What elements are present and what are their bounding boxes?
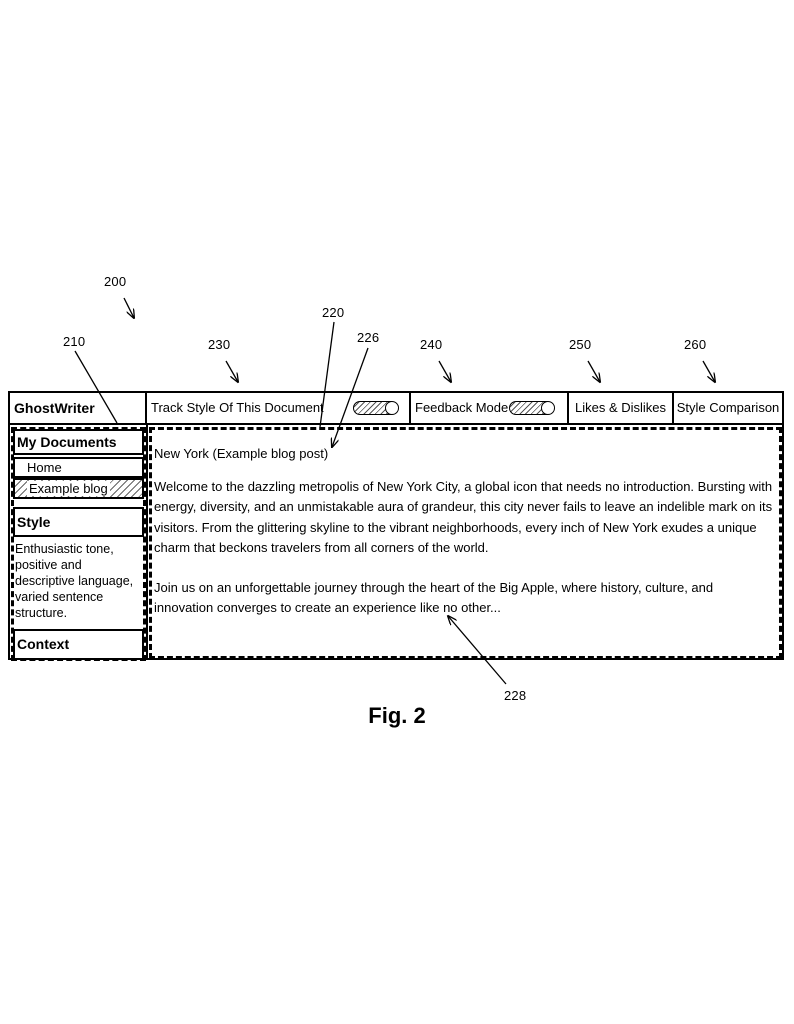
document-paragraph-1: Welcome to the dazzling metropolis of Ne… <box>154 478 773 556</box>
style-heading-label: Style <box>17 514 51 530</box>
arrow-228 <box>448 616 507 685</box>
document-paragraph-2: Join us on an unforgettable journey thro… <box>154 579 714 616</box>
ref-226: 226 <box>357 330 380 345</box>
leader-220 <box>319 321 335 428</box>
figure-caption: Fig. 2 <box>368 703 426 728</box>
ref-210: 210 <box>63 334 86 349</box>
ref-240: 240 <box>420 337 443 352</box>
track-style-toggle[interactable] <box>353 401 399 415</box>
app-title: GhostWriter <box>14 400 95 416</box>
feedback-mode-label: Feedback Mode <box>415 400 509 415</box>
likes-dislikes-button[interactable]: Likes & Dislikes <box>569 393 674 423</box>
style-comparison-button[interactable]: Style Comparison <box>674 393 782 423</box>
sidebar-panel <box>11 427 146 661</box>
ref-230: 230 <box>208 337 231 352</box>
ref-250: 250 <box>569 337 592 352</box>
arrow-260 <box>702 360 715 382</box>
ref-228: 228 <box>504 688 527 703</box>
feedback-mode-toggle[interactable] <box>509 401 555 415</box>
document-editor[interactable]: New York (Example blog post) Welcome to … <box>149 427 782 659</box>
context-heading[interactable]: Context <box>13 629 144 659</box>
ref-200: 200 <box>104 274 127 289</box>
sidebar-divider <box>146 423 148 658</box>
toggle-knob <box>385 402 398 414</box>
arrow-226 <box>332 347 369 447</box>
style-text: Enthusiastic tone, positive and descript… <box>15 542 134 620</box>
track-style-label: Track Style Of This Document <box>151 400 324 415</box>
sidebar-item-label: Home <box>27 460 62 475</box>
style-comparison-label: Style Comparison <box>676 400 780 415</box>
my-documents-label: My Documents <box>17 434 117 450</box>
ref-260: 260 <box>684 337 707 352</box>
document-title: New York (Example blog post) <box>154 446 329 461</box>
ghostwriter-window: GhostWriter Track Style Of This Document… <box>8 391 784 661</box>
leader-210 <box>74 350 118 424</box>
header-divider <box>10 423 782 425</box>
arrow-230 <box>225 360 238 382</box>
ref-220: 220 <box>322 305 345 320</box>
context-heading-label: Context <box>17 636 70 652</box>
sidebar-item-home[interactable]: Home <box>13 457 144 478</box>
track-style-cell[interactable]: Track Style Of This Document <box>147 393 411 423</box>
arrow-200 <box>123 297 134 318</box>
app-title-cell: GhostWriter <box>10 393 147 423</box>
my-documents-heading[interactable]: My Documents <box>13 429 144 455</box>
style-heading[interactable]: Style <box>13 507 144 537</box>
likes-dislikes-label: Likes & Dislikes <box>574 400 667 415</box>
arrow-250 <box>587 360 600 382</box>
sidebar-item-label: Example blog <box>27 481 110 496</box>
sidebar-item-example-blog[interactable]: Example blog <box>13 478 144 499</box>
toggle-knob <box>541 402 554 414</box>
arrow-240 <box>438 360 451 382</box>
feedback-mode-cell[interactable]: Feedback Mode <box>411 393 569 423</box>
style-description: Enthusiastic tone, positive and descript… <box>13 539 144 629</box>
